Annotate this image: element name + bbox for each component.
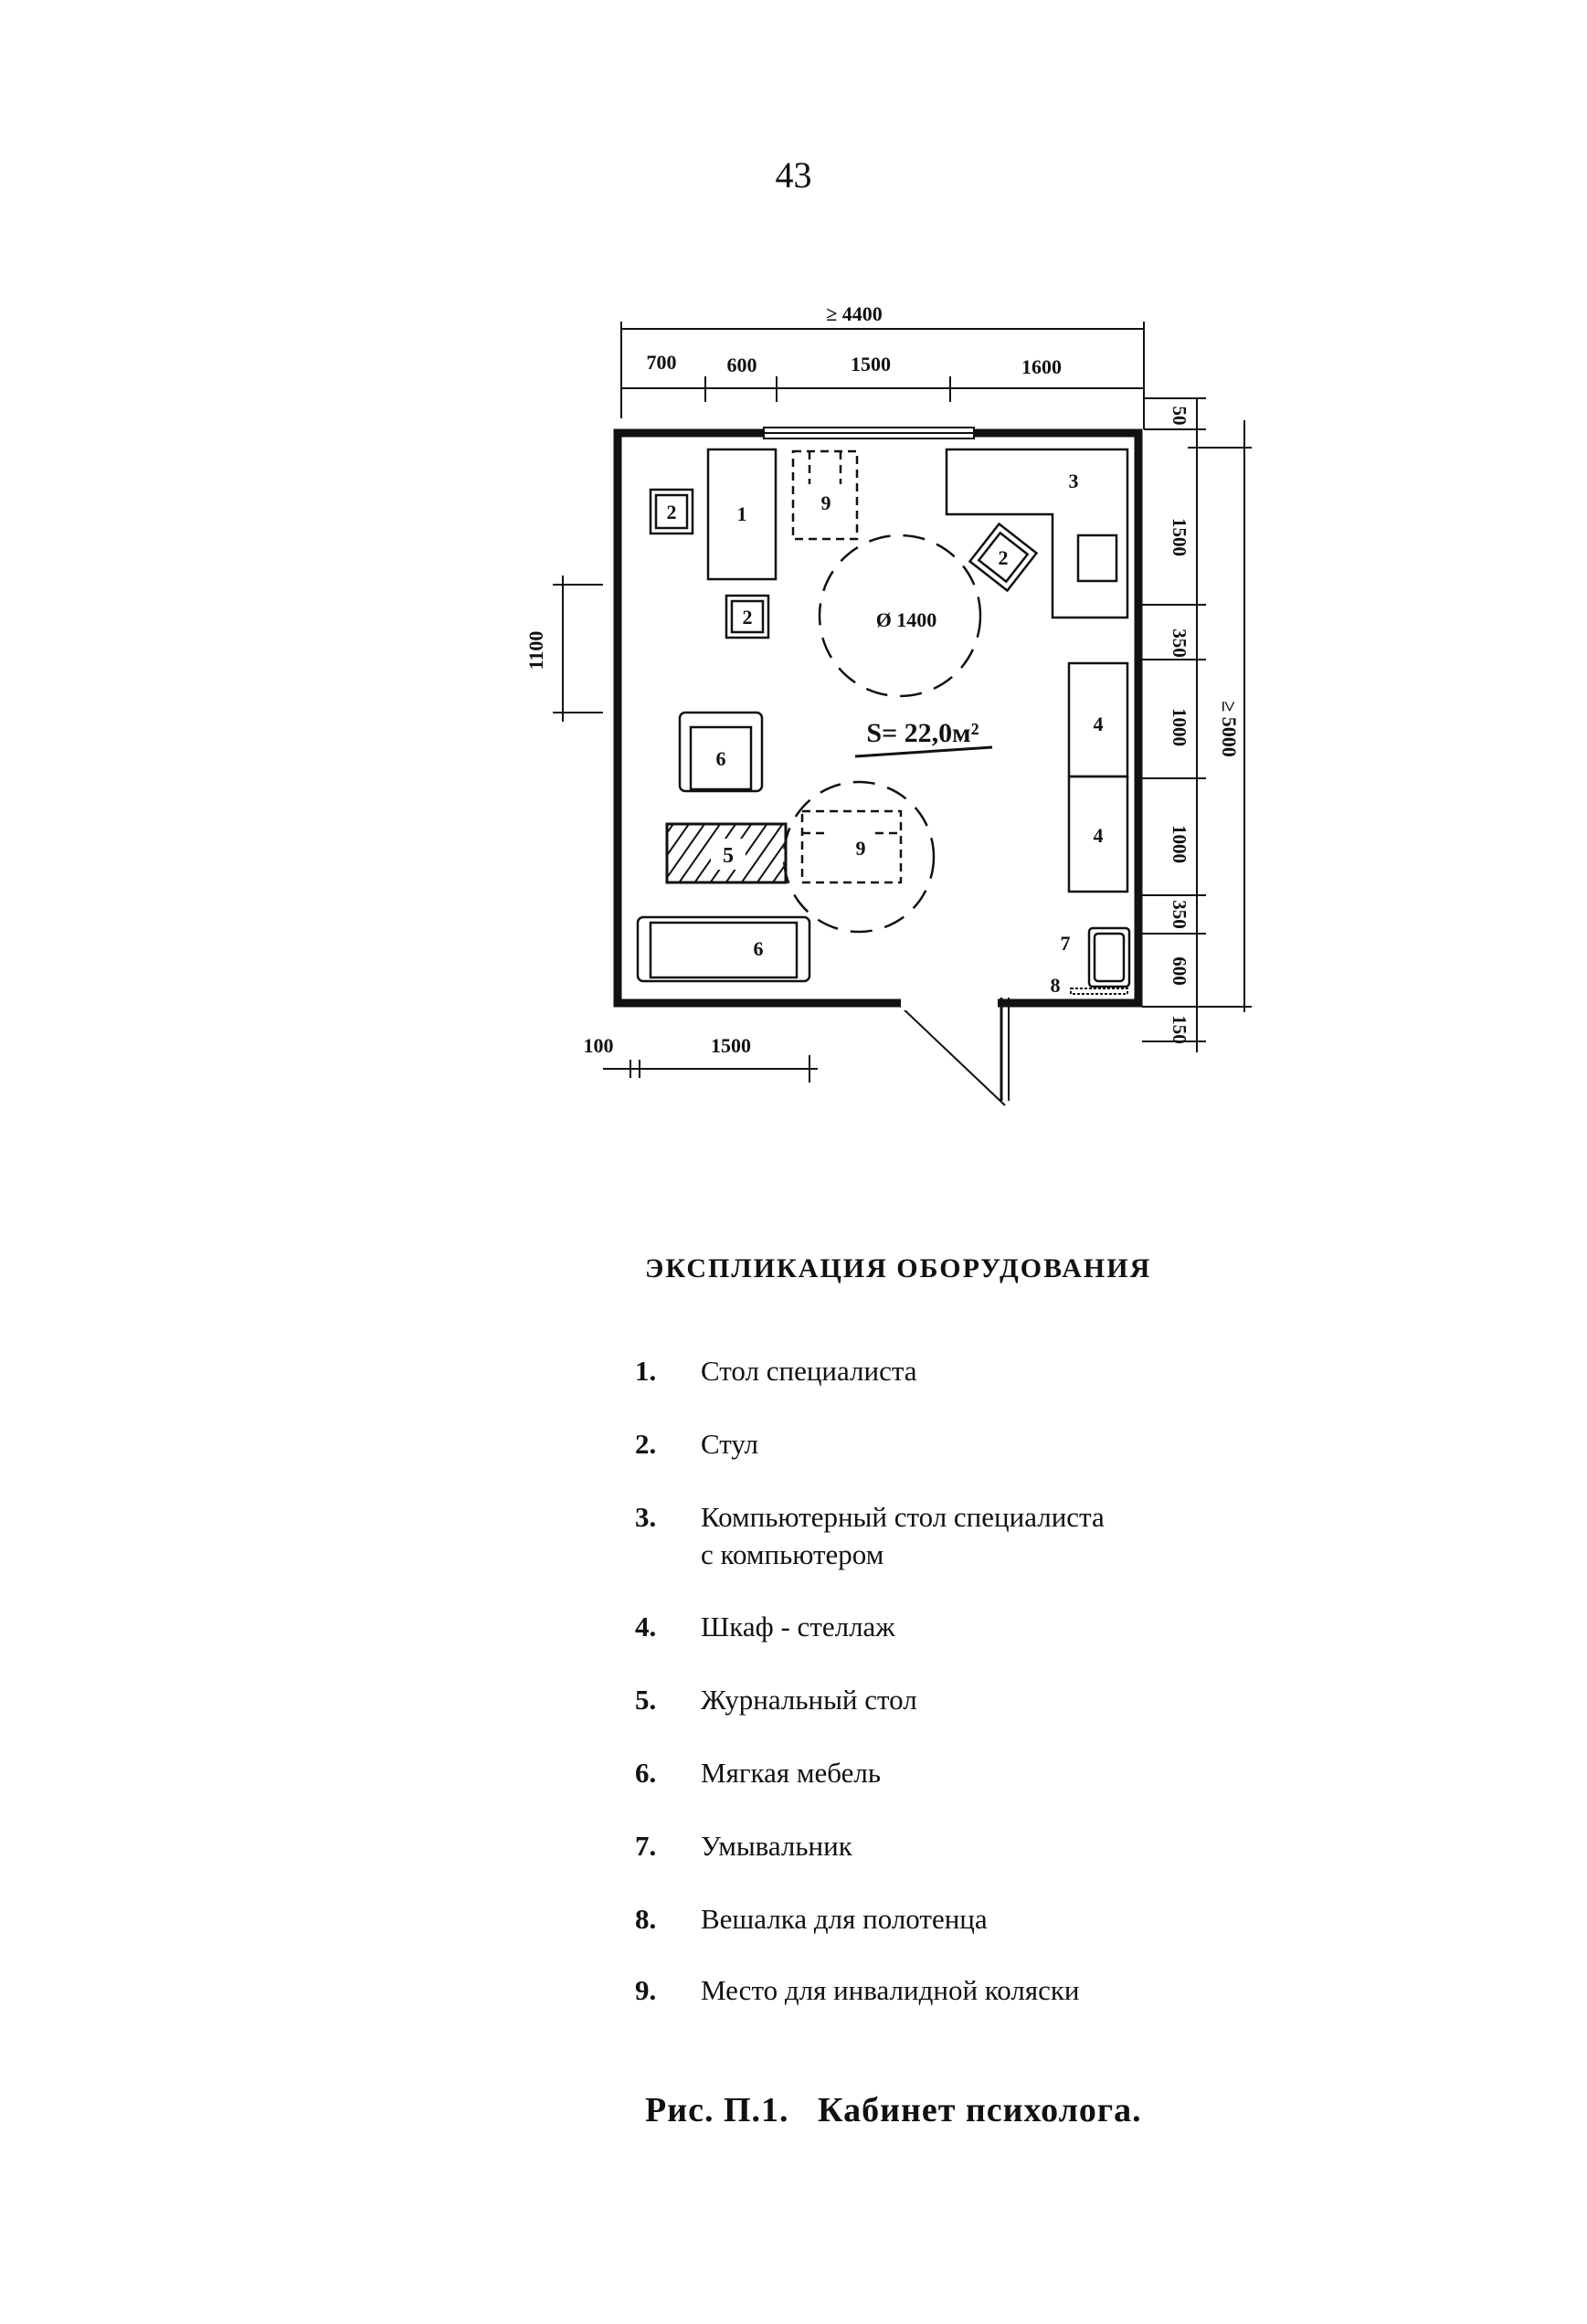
dim-right-1000-bottom: 1000 [1169,825,1190,863]
legend-item: 7. Умывальник [635,1827,1457,1864]
towel-hanger [1070,988,1128,995]
dim-top-1600: 1600 [1021,355,1062,378]
legend-item-number: 4. [635,1611,657,1643]
legend-item-text: Шкаф - стеллаж [701,1611,895,1643]
coffee-table [665,822,788,884]
turning-circles [782,533,982,934]
dim-right-1000-top: 1000 [1169,708,1190,746]
dimension-lines [553,322,1252,1083]
dim-right-350-top: 350 [1169,629,1190,658]
label-towel-hanger: 8 [1051,974,1061,997]
dim-top-700: 700 [647,351,677,374]
legend-item-number: 9. [635,1974,657,2006]
legend-item-text: Стул [701,1428,759,1460]
label-washbasin: 7 [1061,932,1071,955]
label-chair-left: 2 [667,501,677,523]
legend-item-text-line2: с компьютером [701,1538,884,1570]
legend-item-number: 6. [635,1757,657,1789]
legend-item-number: 3. [635,1501,657,1533]
dim-right-350-bottom: 350 [1169,900,1190,929]
floor-plan: ≥ 4400 700 600 1500 1600 50 1500 350 100… [524,302,1252,1106]
circle-diameter: Ø 1400 [876,608,937,631]
desk [706,448,778,581]
legend-item: 1. Стол специалиста [635,1352,1457,1389]
dim-right-50: 50 [1169,407,1190,426]
legend-item-text: Стол специалиста [701,1355,917,1387]
wheelchair-space [791,449,903,884]
legend-item: 3. Компьютерный стол специалиста с компь… [635,1498,1457,1573]
legend-item-text: Место для инвалидной коляски [701,1974,1080,2006]
dim-total-width: ≥ 4400 [826,302,883,325]
label-coffee-table: 5 [723,844,734,868]
legend-item-number: 5. [635,1684,657,1716]
cabinet [1067,661,1129,893]
legend-item-number: 1. [635,1355,657,1387]
label-wheelchair-top: 9 [821,491,831,514]
dim-bottom-100: 100 [584,1034,614,1057]
dim-bottom-1500: 1500 [711,1034,751,1057]
label-desk: 1 [737,502,747,525]
label-chair-desk: 2 [743,606,753,629]
legend-item: 9. Место для инвалидной коляски [635,1971,1457,2009]
chair [649,488,1039,639]
dim-right-1500: 1500 [1169,518,1190,556]
legend-item: 2. Стул [635,1425,1457,1463]
dim-right-600: 600 [1169,956,1190,986]
label-cabinet-top: 4 [1094,713,1104,735]
walls [613,427,1143,1106]
label-wheelchair-bottom: 9 [856,837,866,860]
legend-item-number: 2. [635,1428,657,1460]
label-chair-computer: 2 [999,546,1009,569]
label-sofa-top: 6 [716,747,726,770]
washbasin [1087,926,1131,988]
legend-item-text: Журнальный стол [701,1684,917,1716]
dim-total-height: ≥ 5000 [1218,701,1241,757]
page-number: 43 [775,154,812,195]
computer-desk [945,448,1129,619]
legend-item: 4. Шкаф - стеллаж [635,1608,1457,1645]
legend-item-text-line1: Компьютерный стол специалиста [701,1501,1105,1533]
figure-caption: Рис. П.1. Кабинет психолога. [645,2091,1142,2129]
dim-top-600: 600 [727,354,757,376]
dim-top-1500: 1500 [851,353,891,375]
legend-item-text: Компьютерный стол специалиста с компьюте… [701,1498,1457,1573]
legend-item-number: 8. [635,1903,657,1935]
label-computer-desk: 3 [1069,470,1079,492]
legend-item-text: Мягкая мебель [701,1757,882,1789]
label-sofa-bottom: 6 [754,937,764,960]
dim-right-150: 150 [1169,1015,1190,1044]
legend-item: 8. Вешалка для полотенца [635,1900,1457,1938]
sofa [636,711,811,983]
room-area: S= 22,0м² [866,718,979,748]
label-cabinet-bottom: 4 [1094,824,1104,847]
legend-title: ЭКСПЛИКАЦИЯ ОБОРУДОВАНИЯ [645,1253,1152,1283]
legend-item-number: 7. [635,1830,657,1862]
legend-item: 6. Мягкая мебель [635,1754,1457,1791]
legend-item-text: Вешалка для полотенца [701,1903,988,1935]
legend-item-text: Умывальник [701,1830,852,1862]
legend-item: 5. Журнальный стол [635,1681,1457,1718]
dim-left-window: 1100 [524,631,547,671]
